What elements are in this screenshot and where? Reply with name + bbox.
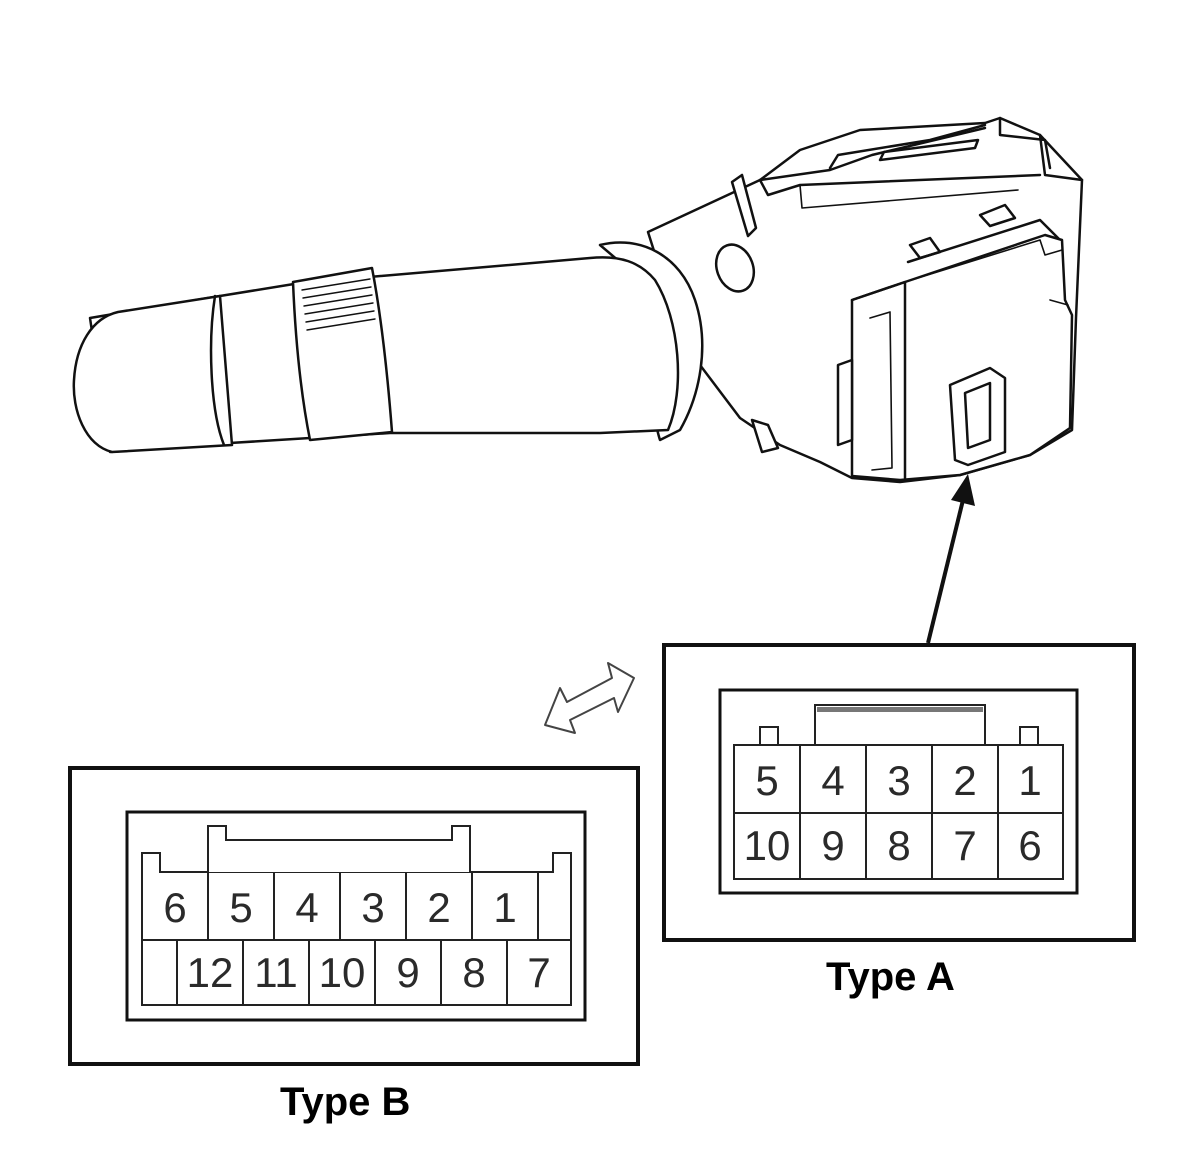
type-a-pin-label: 4 bbox=[821, 757, 844, 804]
type-b-pin-labels: 6 5 4 3 2 1 12 11 10 9 8 7 bbox=[163, 884, 550, 996]
type-a-pin-label: 3 bbox=[887, 757, 910, 804]
type-a-pin-label: 9 bbox=[821, 822, 844, 869]
type-b-latch bbox=[207, 825, 471, 872]
type-a-pin-label: 1 bbox=[1018, 757, 1041, 804]
type-a-pin-label: 7 bbox=[953, 822, 976, 869]
type-b-pin-label: 9 bbox=[396, 949, 419, 996]
type-a-pin-labels: 5 4 3 2 1 10 9 8 7 6 bbox=[744, 757, 1042, 869]
type-b-pin-label: 2 bbox=[427, 884, 450, 931]
type-b-pin-label: 1 bbox=[493, 884, 516, 931]
combination-switch-lever-icon bbox=[72, 116, 1084, 484]
type-b-pin-label: 5 bbox=[229, 884, 252, 931]
type-a-pin-label: 5 bbox=[755, 757, 778, 804]
connector-socket bbox=[948, 366, 1007, 467]
type-b-pin-label: 4 bbox=[295, 884, 318, 931]
rotary-ring bbox=[291, 266, 394, 442]
lever-tip bbox=[72, 294, 234, 454]
type-a-pin-label: 8 bbox=[887, 822, 910, 869]
type-b-pin-label: 12 bbox=[187, 949, 234, 996]
type-b-pin-label: 6 bbox=[163, 884, 186, 931]
type-b-pin-label: 11 bbox=[254, 949, 298, 996]
type-b-pin-label: 3 bbox=[361, 884, 384, 931]
mount-hole bbox=[714, 243, 756, 293]
type-a-caption: Type A bbox=[826, 955, 955, 999]
ring-knurl-lines bbox=[301, 278, 376, 331]
housing-front-face bbox=[850, 233, 1074, 482]
type-b-pin-label: 8 bbox=[462, 949, 485, 996]
type-a-pin-label: 2 bbox=[953, 757, 976, 804]
type-b-connector: 6 5 4 3 2 1 12 11 10 9 8 7 bbox=[68, 766, 640, 1066]
type-a-pin-label: 10 bbox=[744, 822, 791, 869]
type-b-pin-label: 7 bbox=[527, 949, 550, 996]
type-b-pin-label: 10 bbox=[319, 949, 366, 996]
arrow-up-icon bbox=[926, 474, 975, 644]
double-arrow-icon bbox=[544, 662, 635, 734]
type-b-caption: Type B bbox=[280, 1080, 411, 1124]
type-a-connector: 5 4 3 2 1 10 9 8 7 6 bbox=[662, 643, 1136, 942]
type-a-pin-label: 6 bbox=[1018, 822, 1041, 869]
housing-fin bbox=[730, 173, 758, 238]
